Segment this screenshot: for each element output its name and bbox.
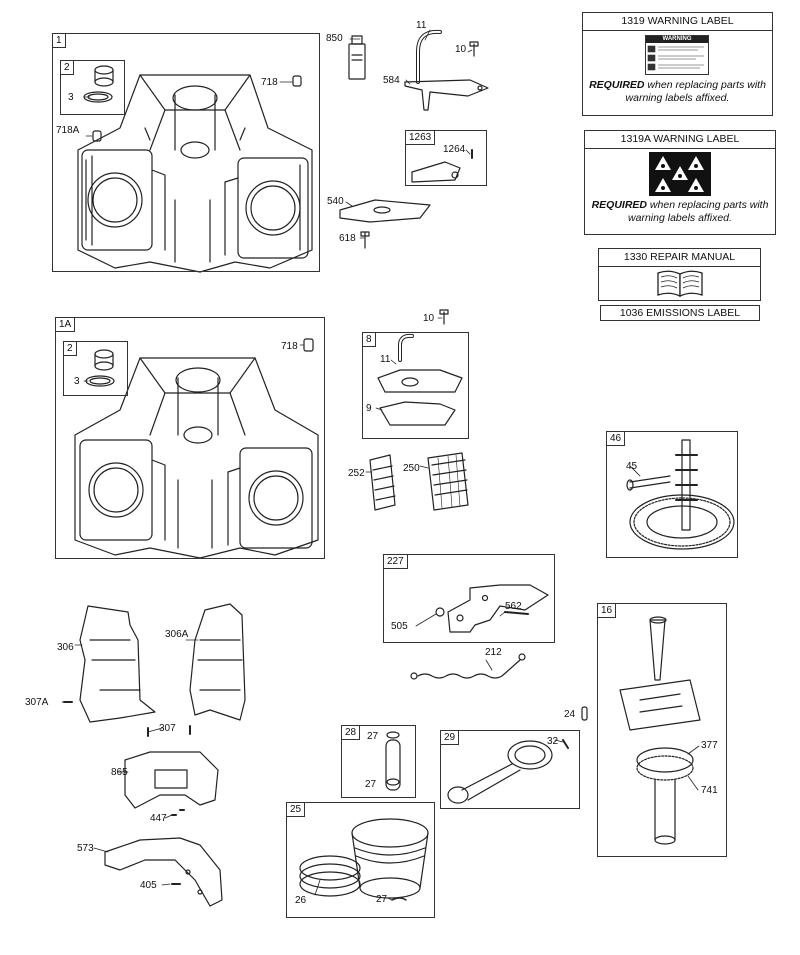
crankshaft-icon [619, 616, 701, 845]
sealant-tube-icon [348, 35, 366, 80]
card-title: 1319 WARNING LABEL [583, 13, 772, 31]
callout-10: 10 [455, 44, 467, 55]
card-requirement: REQUIRED when replacing parts with warni… [585, 197, 775, 227]
required-word: REQUIRED [589, 79, 645, 91]
callout-1264: 1264 [443, 144, 466, 155]
required-text: when replacing parts with warning labels… [628, 199, 769, 224]
callout-540: 540 [327, 196, 344, 207]
callout-27: 27 [367, 731, 379, 742]
emissions-label-card: 1036 EMISSIONS LABEL [600, 305, 760, 321]
box-bushing [60, 60, 125, 115]
callout-618: 618 [339, 233, 356, 244]
callout-447: 447 [150, 813, 167, 824]
callout-573: 573 [77, 843, 94, 854]
box-label: 8 [362, 332, 376, 347]
required-word: REQUIRED [591, 199, 648, 211]
warning-label-card-1319: 1319 WARNING LABEL WARNING REQUIRED when… [582, 12, 773, 116]
warning-label-card-1319a: 1319A WARNING LABEL REQUIRED when replac… [584, 130, 776, 235]
box-label: 2 [63, 341, 77, 356]
engine-block-icon [77, 74, 313, 273]
bushing-icon [83, 65, 114, 103]
box-label: 16 [597, 603, 617, 618]
box-piston-pin [341, 725, 416, 798]
card-requirement: REQUIRED when replacing parts with warni… [583, 77, 772, 107]
card-title: 1330 REPAIR MANUAL [599, 249, 760, 267]
callout-865: 865 [111, 767, 128, 778]
box-label: 1263 [405, 130, 436, 145]
callout-562: 562 [505, 601, 522, 612]
box-label: 29 [440, 730, 460, 745]
callout-3: 3 [68, 92, 74, 103]
callout-11: 11 [416, 20, 427, 31]
callout-306: 306 [57, 642, 74, 653]
air-filter-icon [369, 452, 469, 511]
callout-306a: 306A [165, 629, 189, 640]
blower-housing-icon [79, 603, 246, 723]
callout-27: 27 [376, 894, 388, 905]
book-icon [657, 270, 703, 298]
piston-icon [299, 818, 429, 901]
engine-block-icon [74, 357, 319, 559]
box-bushing [63, 341, 128, 396]
callout-718: 718 [261, 77, 278, 88]
sticker-header: WARNING [646, 36, 708, 43]
callout-212: 212 [485, 647, 502, 658]
box-label: 1A [55, 317, 76, 332]
box-label: 2 [60, 60, 74, 75]
callout-741: 741 [701, 785, 718, 796]
callout-9: 9 [366, 403, 372, 414]
box-label: 46 [606, 431, 626, 446]
callout-27: 27 [365, 779, 377, 790]
callout-3: 3 [74, 376, 80, 387]
repair-manual-card: 1330 REPAIR MANUAL [598, 248, 761, 301]
callout-718a: 718A [56, 125, 80, 136]
box-cylinder-assembly-1a [55, 317, 325, 559]
callout-377: 377 [701, 740, 718, 751]
callout-405: 405 [140, 880, 157, 891]
box-label: 227 [383, 554, 408, 569]
box-piston [286, 802, 435, 918]
callout-252: 252 [348, 468, 365, 479]
box-label: 25 [286, 802, 306, 817]
box-breather [362, 332, 469, 439]
required-text: when replacing parts with warning labels… [625, 79, 766, 104]
connecting-rod-icon [447, 739, 569, 804]
callout-718: 718 [281, 341, 298, 352]
callout-250: 250 [403, 463, 420, 474]
gear-icon [626, 439, 735, 550]
callout-505: 505 [391, 621, 408, 632]
box-label: 28 [341, 725, 361, 740]
warning-sticker-icon: WARNING [583, 31, 772, 77]
callout-26: 26 [295, 895, 307, 906]
callout-10: 10 [423, 313, 435, 324]
callout-24: 24 [564, 709, 576, 720]
callout-11: 11 [380, 354, 391, 365]
card-title: 1319A WARNING LABEL [585, 131, 775, 149]
box-1263 [405, 130, 487, 186]
warning-sticker-icon [585, 149, 775, 197]
box-connecting-rod [440, 730, 580, 809]
callout-307: 307 [159, 723, 176, 734]
callout-850: 850 [326, 33, 343, 44]
callout-307a: 307A [25, 697, 49, 708]
callout-584: 584 [383, 75, 400, 86]
box-label: 1 [52, 33, 66, 48]
callout-32: 32 [547, 736, 559, 747]
box-governor [383, 554, 555, 643]
box-cylinder-assembly [52, 33, 320, 272]
box-crankshaft [597, 603, 727, 857]
box-camshaft [606, 431, 738, 558]
callout-45: 45 [626, 461, 638, 472]
